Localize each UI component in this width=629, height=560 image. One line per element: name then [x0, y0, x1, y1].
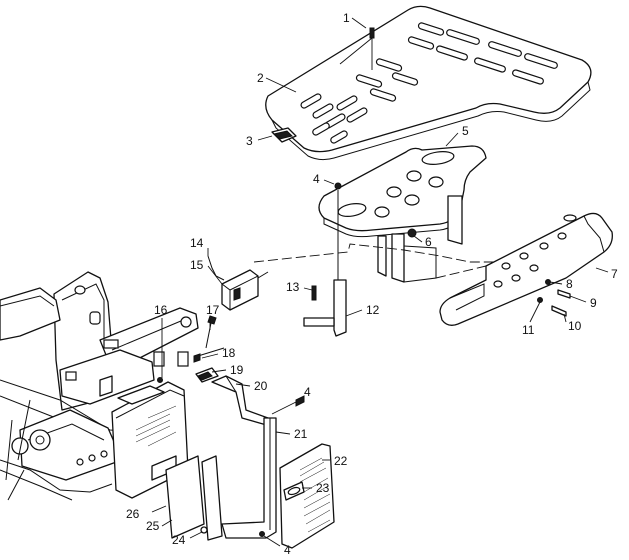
callout-19: 19 [230, 363, 244, 377]
vehicle-frame [0, 271, 199, 501]
bumper-hardware [537, 279, 571, 317]
callout-1: 1 [343, 11, 350, 25]
leader-lines [151, 17, 609, 547]
callout-4-bottom: 4 [284, 543, 291, 557]
part-14-wire [207, 255, 225, 281]
callout-16: 16 [154, 303, 168, 317]
callout-11: 11 [522, 323, 535, 337]
part-13-bolt [311, 285, 317, 301]
part-24-washer [200, 526, 208, 534]
part-6-nut [407, 228, 417, 238]
assembly-line [253, 243, 498, 279]
part-4-bolt-middle [271, 395, 305, 415]
callout-labels: 1 2 3 4 5 6 7 8 9 10 11 12 13 14 15 16 1… [126, 11, 618, 557]
part-1-bolt [339, 27, 375, 70]
part-21-support-frame [201, 417, 277, 541]
callout-26: 26 [126, 507, 140, 521]
callout-2: 2 [257, 71, 264, 85]
callout-18: 18 [222, 346, 236, 360]
part-23-flap-plate [283, 481, 305, 501]
callout-7: 7 [611, 267, 618, 281]
part-12-bracket [303, 250, 347, 337]
callout-3: 3 [246, 134, 253, 148]
part-4-bolt-bottom [259, 531, 265, 537]
callout-17: 17 [206, 303, 220, 317]
callout-5: 5 [462, 124, 469, 138]
part-25-plate [165, 455, 205, 539]
part-2-rack-platform [265, 5, 592, 161]
part-3-plate [271, 127, 297, 143]
callout-21: 21 [294, 427, 308, 441]
part-4-bolt-top [334, 182, 342, 250]
callout-13: 13 [286, 280, 300, 294]
callout-4-top: 4 [313, 172, 320, 186]
part-7-bumper [439, 212, 613, 326]
callout-15: 15 [190, 258, 204, 272]
callout-20: 20 [254, 379, 268, 393]
callout-14: 14 [190, 236, 204, 250]
callout-10: 10 [568, 319, 582, 333]
callout-22: 22 [334, 454, 348, 468]
callout-25: 25 [146, 519, 160, 533]
callout-12: 12 [366, 303, 380, 317]
callout-24: 24 [172, 533, 186, 547]
part-17-18-bolts [193, 315, 225, 363]
callout-23: 23 [316, 481, 330, 495]
callout-8: 8 [566, 277, 573, 291]
part-5-rack-base [318, 145, 487, 283]
callout-9: 9 [590, 296, 597, 310]
part-19-connector [195, 367, 219, 383]
part-22-mud-flap [279, 443, 335, 549]
callout-4-middle: 4 [304, 385, 311, 399]
callout-6: 6 [425, 235, 432, 249]
part-15-light [221, 269, 269, 311]
